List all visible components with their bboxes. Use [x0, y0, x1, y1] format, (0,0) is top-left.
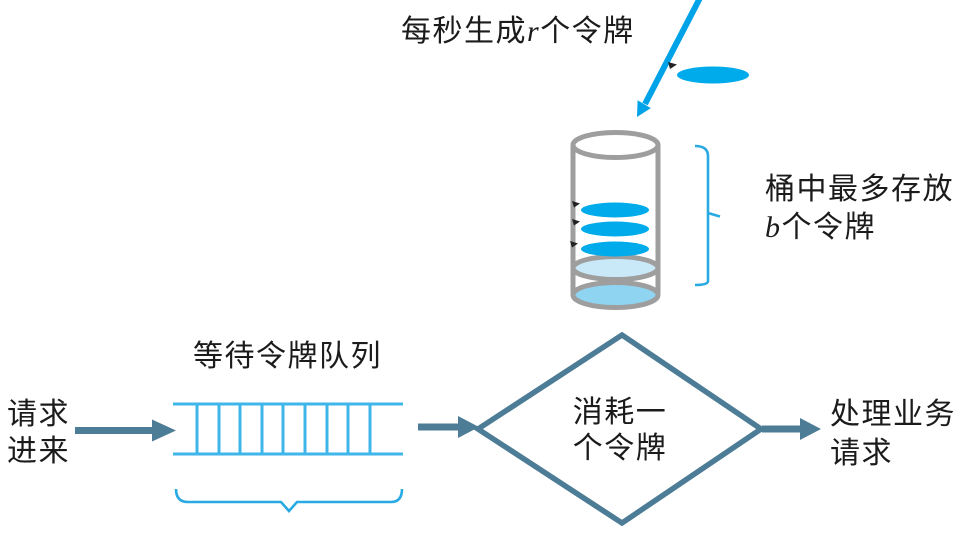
request-arrow-shaft [75, 427, 154, 434]
bucket-capacity-suffix: 个令牌 [781, 211, 876, 244]
motion-tick-icon [668, 62, 677, 69]
token-feed-arrow-icon [642, 0, 703, 106]
flow-arrows [75, 416, 821, 442]
process-request-label: 处理业务 请求 [830, 395, 956, 473]
consume-decision-diamond [472, 331, 766, 527]
token-icon [581, 241, 649, 257]
capacity-variable: b [765, 211, 782, 244]
process-arrow-shaft [762, 425, 802, 433]
rate-variable: r [527, 15, 541, 48]
motion-tick-icon [570, 241, 578, 248]
token-icon [581, 202, 649, 218]
incoming-request-line2: 进来 [7, 435, 70, 468]
motion-tick-icon [572, 201, 580, 208]
queue-label: 等待令牌队列 [193, 340, 382, 373]
consume-token-line1: 消耗一 [572, 396, 668, 429]
bucket-capacity-line1: 桶中最多存放 [765, 173, 954, 206]
request-arrow-head-icon [152, 419, 176, 442]
bucket-top-ellipse [570, 130, 661, 160]
process-request-line2: 请求 [830, 437, 893, 470]
incoming-request-label: 请求 进来 [7, 396, 70, 470]
waiting-queue [173, 402, 403, 456]
falling-token-icon [677, 66, 749, 84]
queue-underbrace-icon [174, 488, 404, 513]
motion-tick-icon [572, 219, 580, 226]
dequeue-arrow-shaft [418, 423, 460, 431]
consume-token-line2: 个令牌 [572, 432, 668, 465]
bucket-bottom-ellipse [570, 280, 661, 310]
token-generation-prefix: 每秒生成 [401, 15, 527, 48]
bucket-capacity-label: 桶中最多存放 b个令牌 [765, 171, 954, 247]
dequeue-arrow-head-icon [458, 416, 479, 438]
bucket [570, 130, 661, 310]
token-generation-label: 每秒生成r个令牌 [401, 13, 635, 50]
process-arrow-head-icon [800, 418, 821, 440]
token-generation-suffix: 个令牌 [540, 15, 635, 48]
process-request-line1: 处理业务 [830, 398, 956, 431]
incoming-request-line1: 请求 [7, 398, 70, 431]
token-icon [581, 221, 649, 237]
token-feed-arrowhead-icon [637, 100, 651, 117]
consume-token-label: 消耗一 个令牌 [544, 395, 696, 467]
bucket-water-surface [570, 254, 661, 282]
capacity-brace-icon [694, 144, 721, 287]
